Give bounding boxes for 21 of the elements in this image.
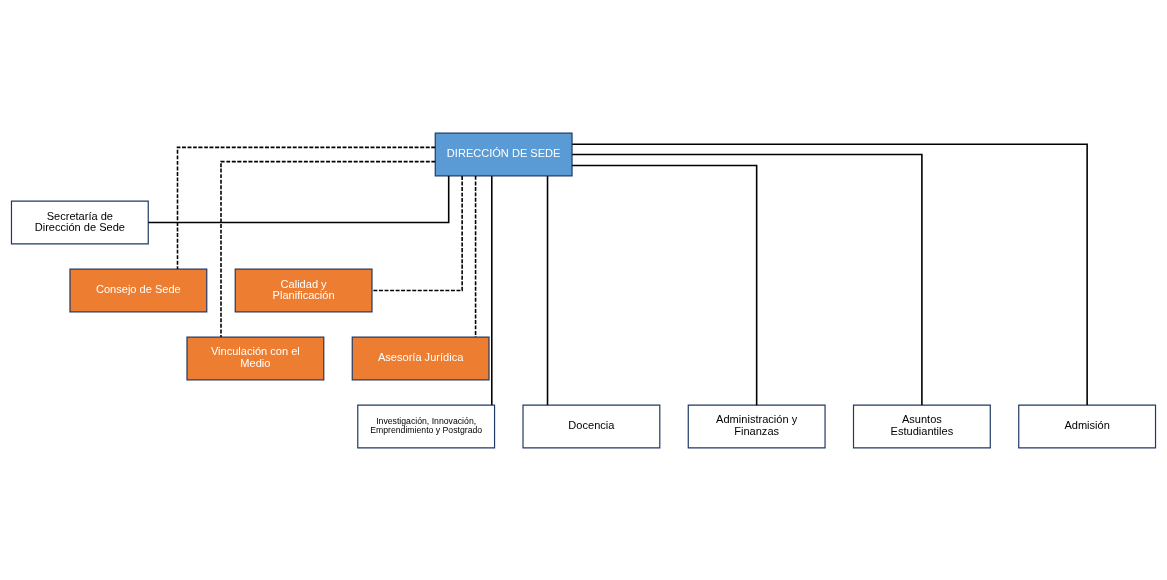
node-box: Asesoría Jurídica <box>351 336 490 380</box>
node-box: Investigación, Innovación, Emprendimiento y Postgrado <box>357 404 496 448</box>
connector <box>546 174 549 406</box>
node-box: Asuntos Estudiantiles <box>852 404 991 448</box>
node-box: Docencia <box>522 404 661 448</box>
connector <box>220 160 436 338</box>
connector <box>147 174 450 223</box>
connector <box>571 142 1088 406</box>
node-box: Consejo de Sede <box>69 268 208 312</box>
node-box: Admisión <box>1018 404 1157 448</box>
connector <box>571 153 923 406</box>
node-box: DIRECCIÓN DE SEDE <box>434 132 573 176</box>
connector <box>571 164 758 406</box>
node-box: Calidad y Planificación <box>234 268 373 312</box>
node-box: Administración y Finanzas <box>687 404 826 448</box>
connector <box>176 146 436 270</box>
node-box: Vinculación con el Medio <box>186 336 325 380</box>
connector <box>371 174 463 291</box>
connector <box>491 174 493 406</box>
node-box: Secretaría de Dirección de Sede <box>10 200 149 244</box>
connector <box>474 174 477 338</box>
